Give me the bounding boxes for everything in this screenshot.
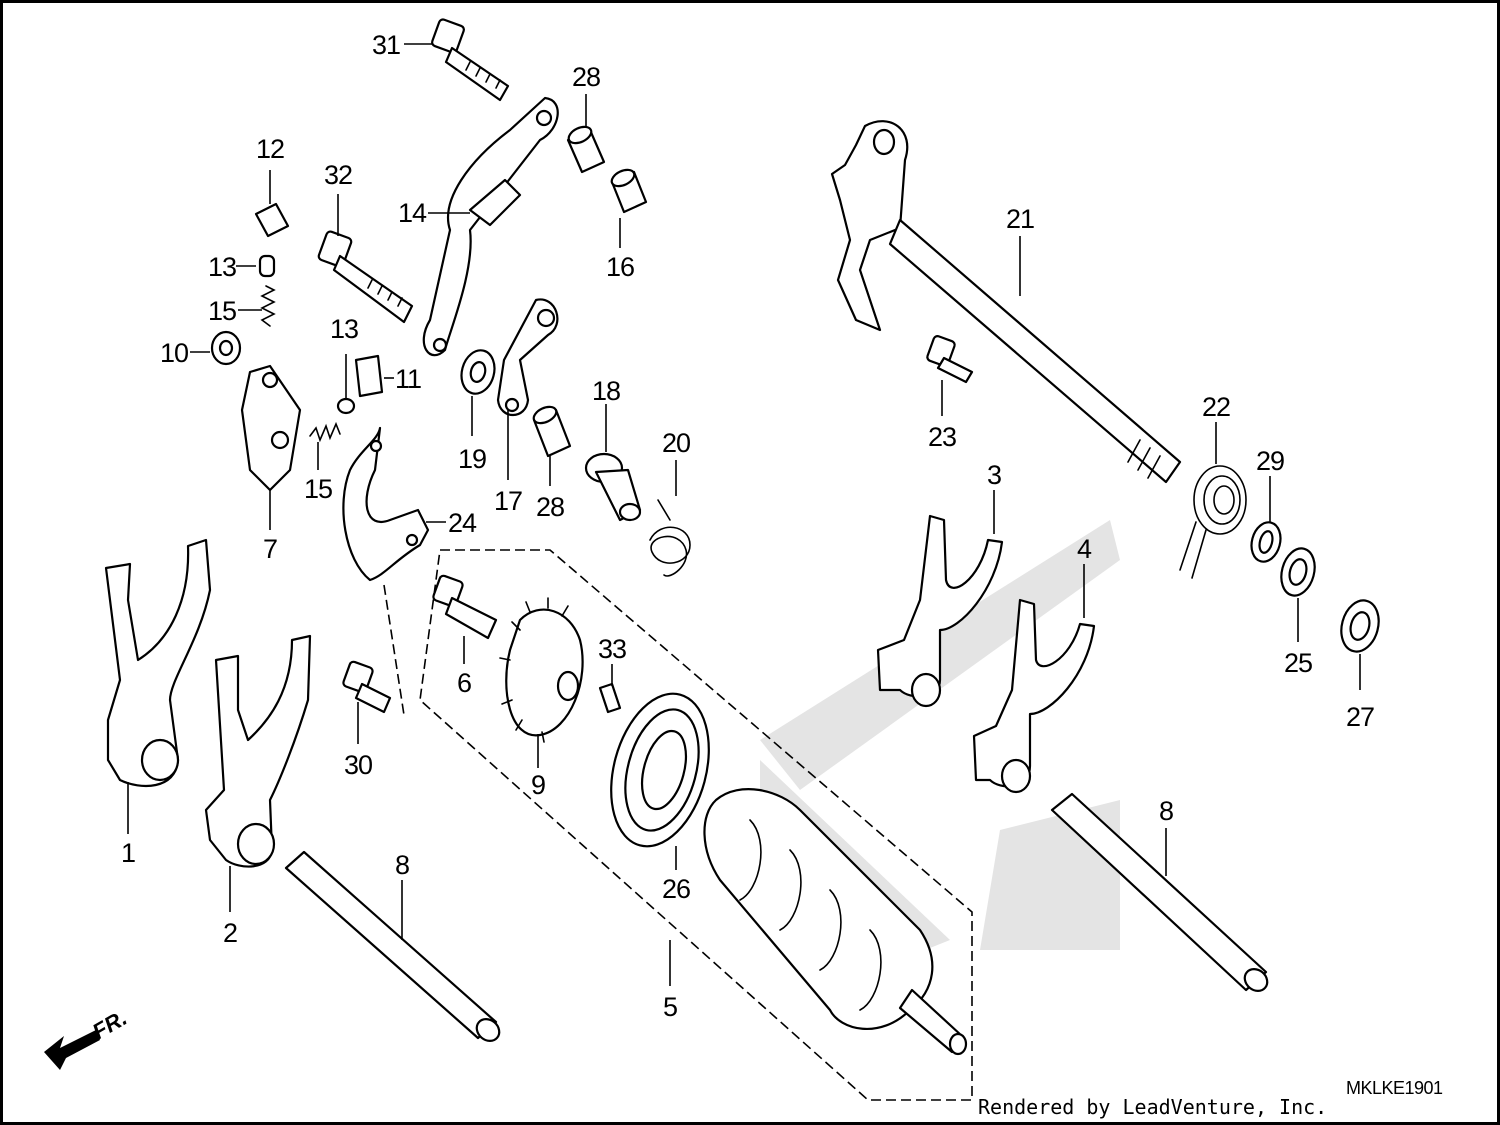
callout-1[interactable]: 1: [121, 838, 136, 868]
callout-31[interactable]: 31: [372, 30, 401, 60]
callout-9[interactable]: 9: [531, 770, 546, 800]
callout-13-lower[interactable]: 13: [330, 314, 359, 344]
part-27-oil-seal[interactable]: [1336, 596, 1384, 656]
part-31-bolt[interactable]: [431, 18, 510, 102]
callout-23[interactable]: 23: [928, 422, 957, 452]
callout-4[interactable]: 4: [1077, 534, 1093, 564]
guide-plate-dash: [383, 584, 405, 716]
part-11-clip[interactable]: [354, 354, 384, 398]
part-14-stopper-plate[interactable]: [422, 96, 559, 357]
part-7-shift-drum-stopper-arm[interactable]: [240, 364, 302, 492]
callout-28-lower[interactable]: 28: [536, 492, 565, 522]
render-credit: Rendered by LeadVenture, Inc.: [978, 1095, 1327, 1119]
part-28-pin-lower[interactable]: [531, 404, 572, 458]
part-5-shift-drum[interactable]: [703, 788, 968, 1056]
callout-22[interactable]: 22: [1202, 392, 1231, 422]
callout-20[interactable]: 20: [662, 428, 691, 458]
callout-25[interactable]: 25: [1284, 648, 1313, 678]
part-22-return-spring[interactable]: [1179, 465, 1247, 579]
callout-8-left[interactable]: 8: [395, 850, 410, 880]
callout-17[interactable]: 17: [494, 486, 523, 516]
part-8-fork-shaft-left[interactable]: [284, 850, 504, 1045]
callout-28-upper[interactable]: 28: [572, 62, 601, 92]
part-23-bolt[interactable]: [926, 335, 974, 384]
part-30-bolt[interactable]: [342, 660, 392, 714]
part-18-collar-bolt[interactable]: [584, 452, 642, 522]
part-24-guide-plate[interactable]: [342, 426, 430, 582]
callout-5[interactable]: 5: [663, 992, 678, 1022]
callout-11[interactable]: 11: [395, 364, 422, 394]
callout-19[interactable]: 19: [458, 444, 487, 474]
callout-3[interactable]: 3: [987, 460, 1002, 490]
callout-2[interactable]: 2: [223, 918, 238, 948]
callout-14[interactable]: 14: [398, 198, 428, 228]
part-6-bolt[interactable]: [432, 574, 498, 640]
part-8-fork-shaft-right[interactable]: [1050, 792, 1272, 995]
callout-6[interactable]: 6: [457, 668, 472, 698]
callout-15-upper[interactable]: 15: [208, 296, 237, 326]
callout-labels: 31 28 14 16 12 32 13 15 10 13 11 7 15 24…: [121, 30, 1375, 1022]
part-21-gearshift-spindle[interactable]: [830, 120, 1182, 484]
part-15-spring-lower[interactable]: [309, 421, 341, 443]
part-13-pin-upper[interactable]: [258, 254, 276, 278]
part-16-collar[interactable]: [609, 167, 648, 214]
part-2-shift-fork[interactable]: [204, 634, 312, 868]
part-25-washer[interactable]: [1276, 545, 1319, 600]
part-33-dowel-pin[interactable]: [598, 682, 622, 714]
part-29-circlip[interactable]: [1247, 519, 1284, 565]
part-9-shift-drum-center[interactable]: [499, 597, 584, 743]
part-13-pin-lower[interactable]: [336, 397, 356, 415]
part-28-pin-upper[interactable]: [566, 124, 606, 174]
callout-16[interactable]: 16: [606, 252, 635, 282]
part-4-shift-fork[interactable]: [972, 598, 1096, 794]
callout-26[interactable]: 26: [662, 874, 691, 904]
leader-lines: [127, 43, 1361, 986]
callout-32[interactable]: 32: [324, 160, 353, 190]
callout-27[interactable]: 27: [1346, 702, 1375, 732]
part-19-washer[interactable]: [457, 347, 499, 398]
part-15-spring-upper[interactable]: [260, 285, 276, 327]
part-10-washer[interactable]: [210, 330, 242, 366]
part-3-shift-fork[interactable]: [876, 514, 1004, 708]
part-1-shift-fork[interactable]: [104, 538, 212, 788]
callout-30[interactable]: 30: [344, 750, 373, 780]
callout-29[interactable]: 29: [1256, 446, 1285, 476]
front-direction-arrow: FR.: [44, 1005, 131, 1070]
part-12-cap[interactable]: [254, 202, 290, 238]
callout-10[interactable]: 10: [160, 338, 189, 368]
callout-8-right[interactable]: 8: [1159, 796, 1174, 826]
callout-7[interactable]: 7: [263, 534, 278, 564]
part-20-return-spring[interactable]: [649, 499, 691, 577]
callout-13-upper[interactable]: 13: [208, 252, 237, 282]
part-26-bearing[interactable]: [595, 683, 724, 857]
callout-12[interactable]: 12: [256, 134, 285, 164]
callout-24[interactable]: 24: [448, 508, 478, 538]
callout-33[interactable]: 33: [598, 634, 627, 664]
part-17-link-plate[interactable]: [496, 298, 559, 416]
drawing-code: MKLKE1901: [1346, 1078, 1443, 1098]
drum-assembly-outline: [419, 549, 973, 1101]
callout-18[interactable]: 18: [592, 376, 621, 406]
part-32-bolt[interactable]: [317, 230, 414, 324]
callout-21[interactable]: 21: [1006, 204, 1035, 234]
callout-15-lower[interactable]: 15: [304, 474, 333, 504]
